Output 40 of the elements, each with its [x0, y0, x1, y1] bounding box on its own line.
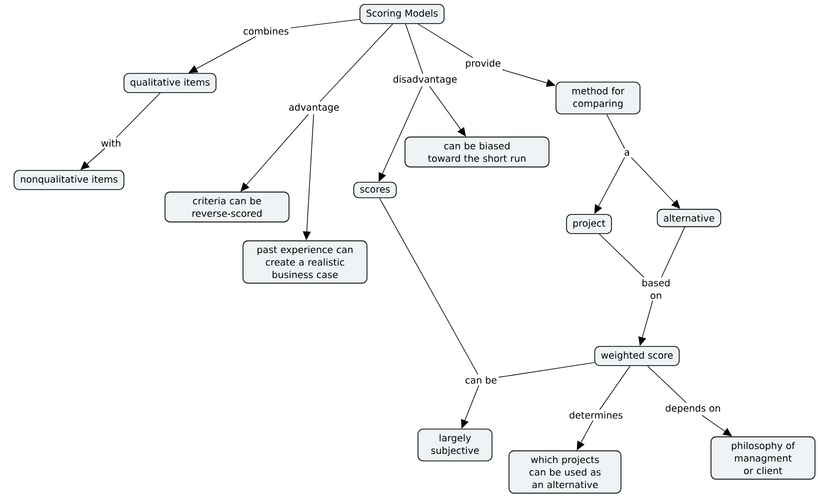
- connector-line: [661, 226, 686, 278]
- linking-phrase: depends on: [664, 402, 722, 416]
- linking-phrase: based on: [634, 278, 678, 300]
- linking-phrase: a: [622, 148, 632, 158]
- concept-box: largely subjective: [418, 428, 492, 462]
- arrow: [630, 157, 680, 209]
- arrow: [594, 157, 625, 214]
- connector-line: [418, 24, 474, 58]
- linking-phrase: disadvantage: [391, 74, 459, 86]
- connector-line: [116, 92, 161, 138]
- concept-box: which projects can be used as an alternative: [508, 450, 622, 494]
- linking-phrase: determines: [568, 410, 624, 420]
- concept-box: weighted score: [594, 346, 680, 366]
- connector-line: [379, 198, 478, 375]
- connector-line: [405, 24, 424, 74]
- concept-box: criteria can be reverse-scored: [164, 192, 290, 222]
- concept-box: alternative: [656, 208, 722, 228]
- linking-phrase: provide: [464, 58, 502, 70]
- connector-line: [598, 234, 644, 278]
- concept-box: project: [566, 214, 612, 234]
- connector-line: [647, 366, 687, 404]
- concept-box: scores: [353, 182, 397, 198]
- linking-phrase: with: [99, 138, 123, 148]
- connector-line: [599, 366, 630, 410]
- connector-line: [290, 18, 360, 28]
- concept-box: past experience can create a realistic business case: [242, 240, 368, 284]
- linking-phrase: can be: [464, 374, 498, 386]
- concept-box: Scoring Models: [360, 4, 444, 24]
- linking-phrase: advantage: [287, 102, 341, 114]
- concept-box: nonqualitative items: [14, 170, 124, 190]
- linking-phrase: combines: [242, 26, 290, 36]
- concept-box: philosophy of managment or client: [710, 436, 816, 480]
- concept-box: qualitative items: [124, 73, 216, 93]
- concept-box: method for comparing: [556, 82, 640, 114]
- connector-line: [606, 114, 626, 149]
- arrow: [576, 420, 594, 450]
- arrow: [638, 300, 654, 346]
- connector-line: [320, 24, 393, 102]
- concept-box: can be biased toward the short run: [404, 136, 550, 168]
- connector-line: [498, 362, 595, 378]
